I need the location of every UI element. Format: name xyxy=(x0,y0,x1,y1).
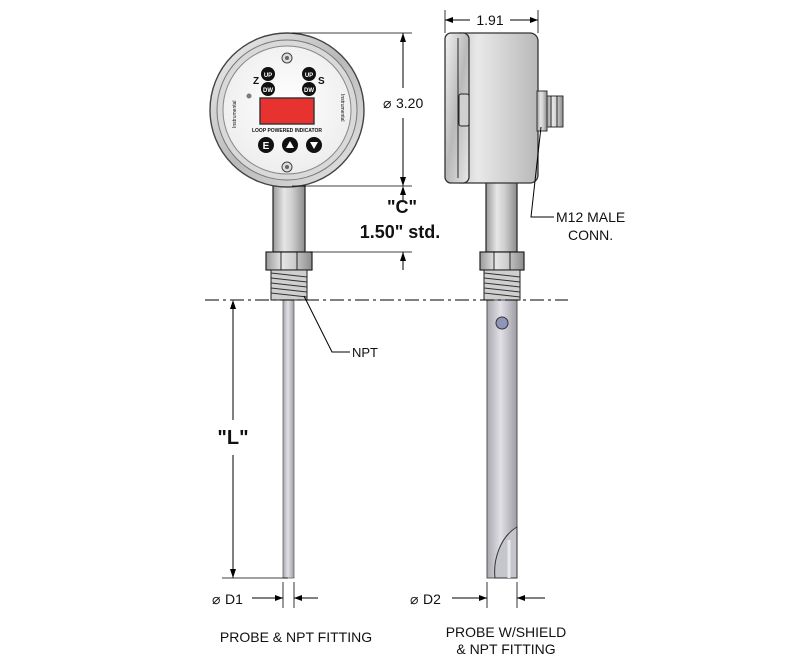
left-npt-thread xyxy=(270,269,308,301)
red-display xyxy=(259,97,315,125)
e-label: E xyxy=(263,141,270,152)
dw-button-left xyxy=(261,82,275,96)
dimension-l: "L" xyxy=(217,300,288,579)
dimension-d2: ⌀ D2 xyxy=(410,582,545,608)
up-button-right xyxy=(302,67,316,81)
arrow-down-icon xyxy=(310,142,318,149)
side-clip xyxy=(458,93,470,127)
front-view: Z UP DW UP DW S Instrumental Instrumenta… xyxy=(209,32,365,579)
face-screw-top xyxy=(281,52,293,64)
diameter-label: 3.20 xyxy=(396,95,423,111)
d2-diameter-symbol: ⌀ xyxy=(410,591,418,607)
d2-label: D2 xyxy=(423,591,441,607)
connector-label-line2: CONN. xyxy=(568,227,613,243)
dw-label-right: DW xyxy=(304,88,314,94)
l-label: "L" xyxy=(217,427,248,449)
s-label: S xyxy=(318,76,325,87)
dw-label-left: DW xyxy=(263,88,273,94)
width-label: 1.91 xyxy=(476,12,503,28)
left-probe-rod xyxy=(282,299,295,579)
up-label-right: UP xyxy=(305,73,313,79)
dimension-c: "C" 1.50" std. xyxy=(310,186,440,270)
shield-vent-hole xyxy=(495,316,509,330)
e-button xyxy=(258,137,274,153)
c-label: "C" xyxy=(387,197,417,217)
m12-connector xyxy=(546,95,564,128)
caption-left: PROBE & NPT FITTING xyxy=(220,629,372,645)
panel-text: LOOP POWERED INDICATOR xyxy=(252,128,322,134)
diameter-symbol: ⌀ xyxy=(383,95,391,111)
dimension-1-91: 1.91 xyxy=(444,10,539,33)
dimension-d1: ⌀ D1 xyxy=(212,582,318,608)
arrow-up-icon xyxy=(286,141,294,148)
led-indicator xyxy=(246,93,252,99)
npt-callout: NPT xyxy=(303,295,378,360)
c-value: 1.50" std. xyxy=(360,222,441,242)
right-hex-nut xyxy=(479,251,525,271)
left-hex-nut xyxy=(265,251,313,271)
m12-connector-base xyxy=(536,90,548,132)
side-view xyxy=(444,32,564,579)
up-button-left xyxy=(261,67,275,81)
npt-label: NPT xyxy=(352,345,378,360)
m12-callout: M12 MALE CONN. xyxy=(530,126,625,243)
left-stem xyxy=(272,185,306,253)
probe-shield xyxy=(486,299,518,579)
dimension-diameter: ⌀ 3.20 xyxy=(292,32,423,187)
dw-button-right xyxy=(302,82,316,96)
right-stem xyxy=(485,179,518,253)
caption-right-line2: & NPT FITTING xyxy=(456,641,555,657)
caption-right-line1: PROBE W/SHIELD xyxy=(446,624,567,640)
right-npt-thread xyxy=(483,269,521,301)
d1-diameter-symbol: ⌀ xyxy=(212,591,220,607)
brand-text-left: Instrumental xyxy=(232,100,238,128)
up-label-left: UP xyxy=(264,73,272,79)
z-label: Z xyxy=(253,76,259,87)
face-screw-bottom xyxy=(281,161,293,173)
connector-label-line1: M12 MALE xyxy=(556,209,625,225)
d1-label: D1 xyxy=(225,591,243,607)
shield-slot xyxy=(494,526,518,579)
brand-text-right: Instrumental xyxy=(339,94,345,122)
